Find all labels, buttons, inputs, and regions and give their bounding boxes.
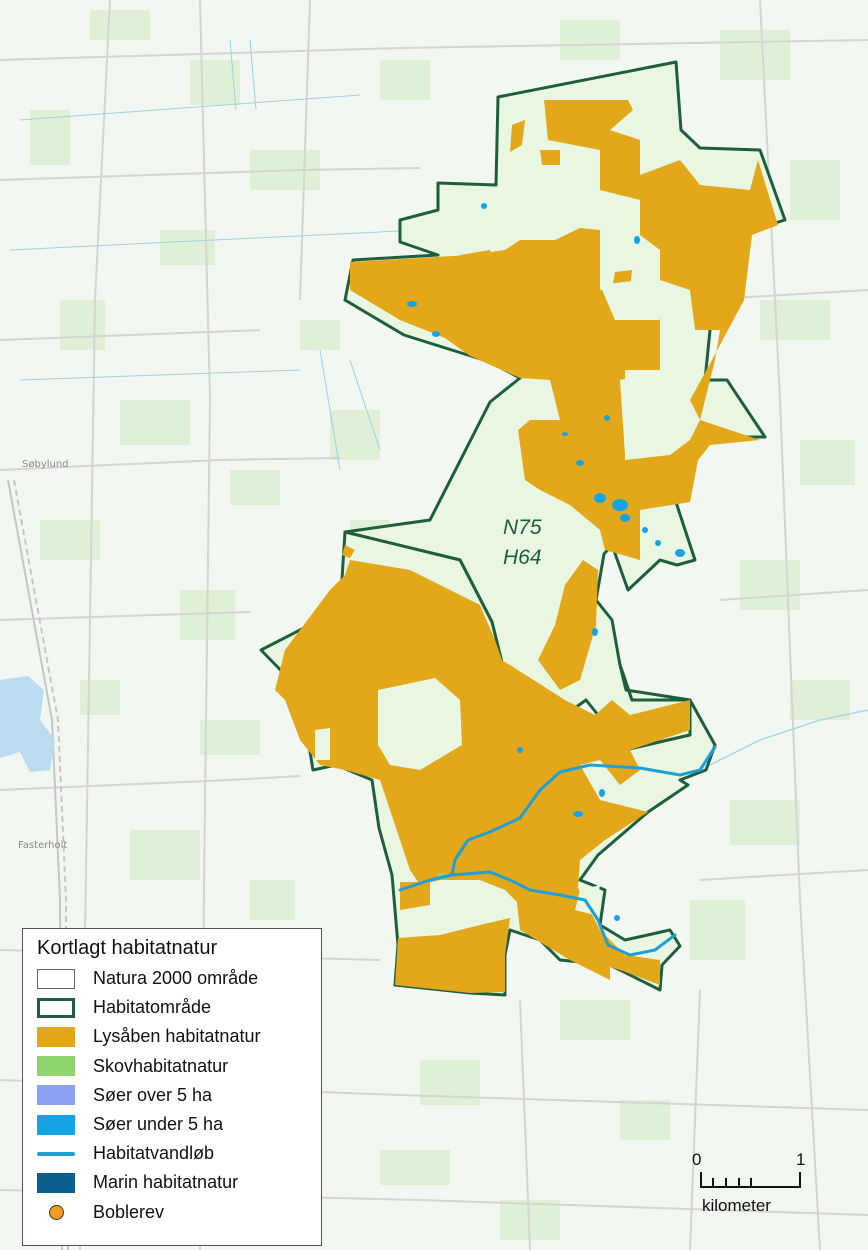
scale-tick — [712, 1178, 714, 1188]
legend-item-lakes-small: Søer under 5 ha — [37, 1110, 321, 1139]
place-label-sobylund: Søbylund — [22, 459, 69, 470]
legend-label: Marin habitatnatur — [93, 1172, 239, 1193]
legend-swatch-bubble-reef — [37, 1202, 75, 1222]
open-habitat-areas — [275, 100, 778, 993]
scale-tick — [799, 1172, 801, 1188]
scale-unit-label: kilometer — [702, 1196, 771, 1215]
scale-tick — [750, 1178, 752, 1188]
place-label-fasterholt: Fasterholt — [18, 840, 67, 851]
lake-west — [0, 676, 55, 772]
legend-item-lakes-large: Søer over 5 ha — [37, 1081, 321, 1110]
inner-clearings — [315, 280, 660, 915]
legend-label: Habitatvandløb — [93, 1143, 215, 1164]
scale-bar: 0 1 kilometer — [690, 1150, 820, 1250]
legend-item-open-habitat: Lysåben habitatnatur — [37, 1022, 321, 1051]
drainage-ditches — [9, 39, 421, 471]
legend-swatch-lakes-large — [37, 1085, 75, 1106]
scale-tick — [738, 1178, 740, 1188]
legend-label: Søer under 5 ha — [93, 1114, 224, 1135]
scale-start-label: 0 — [692, 1150, 702, 1169]
legend-swatch-open-habitat — [37, 1026, 75, 1047]
legend-item-marine-habitat: Marin habitatnatur — [37, 1168, 321, 1197]
legend-item-habitat-area: Habitatområde — [37, 993, 321, 1022]
site-code-habitat: H64 — [503, 546, 542, 569]
scale-tick — [700, 1172, 702, 1188]
bubble-reef-dot-icon — [48, 1204, 64, 1220]
legend-swatch-lakes-small — [37, 1114, 75, 1135]
legend-swatch-habitat-stream — [37, 1151, 75, 1156]
legend-title: Kortlagt habitatnatur — [37, 937, 218, 959]
legend-item-forest-habitat: Skovhabitatnatur — [37, 1052, 321, 1081]
small-lakes — [407, 203, 685, 921]
legend-swatch-natura2000 — [37, 968, 75, 989]
legend-item-bubble-reef: Boblerev — [37, 1198, 321, 1227]
legend-swatch-habitat-area — [37, 997, 75, 1018]
legend-item-natura2000: Natura 2000 område — [37, 964, 321, 993]
scale-end-label: 1 — [796, 1150, 806, 1169]
field-patches — [30, 10, 855, 1240]
legend-swatch-forest-habitat — [37, 1056, 75, 1077]
legend-item-habitat-stream: Habitatvandløb — [37, 1139, 321, 1168]
habitat-stream — [398, 745, 717, 957]
site-code-natura: N75 — [503, 516, 542, 539]
legend-swatch-marine-habitat — [37, 1172, 75, 1193]
legend-label: Natura 2000 område — [93, 968, 259, 989]
map-legend: Kortlagt habitatnatur Natura 2000 område… — [22, 928, 322, 1246]
stream-east — [699, 709, 868, 771]
legend-label: Habitatområde — [93, 997, 212, 1018]
legend-label: Lysåben habitatnatur — [93, 1026, 261, 1047]
legend-label: Boblerev — [93, 1201, 165, 1222]
legend-label: Søer over 5 ha — [93, 1084, 213, 1105]
scale-tick — [725, 1178, 727, 1188]
legend-label: Skovhabitatnatur — [93, 1055, 229, 1076]
